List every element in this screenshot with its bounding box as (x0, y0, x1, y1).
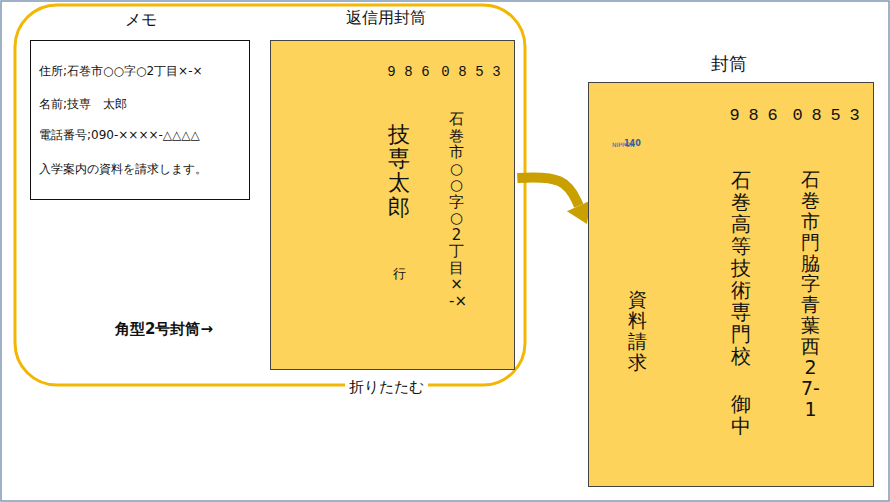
group-outline (15, 5, 525, 385)
postal-code: 986 (387, 65, 438, 79)
arrow-shaft (517, 177, 578, 205)
postal-code: 0853 (792, 107, 868, 124)
memo-line: 入学案内の資料を請求します。 (39, 161, 207, 178)
address: 石巻市○○字○2丁目×-× (449, 111, 464, 309)
stamp-value: 140 (624, 139, 641, 148)
honorific: 行 (393, 267, 406, 281)
fold-note: 折りたたむ (345, 378, 428, 397)
recipient-name: 石巻高等技術専門校 (731, 169, 751, 367)
memo-line: 住所;石巻市○○字○2丁目×-× (39, 63, 203, 80)
heading: 返信用封筒 (271, 8, 501, 29)
address: 石巻市門脇字青葉西27-1 (801, 169, 820, 420)
postal-code: 986 (729, 107, 786, 124)
memo-line: 電話番号;090-××××-△△△△ (39, 127, 200, 144)
flow-arrow (517, 177, 590, 224)
reply-envelope: 返信用封筒9860853石巻市○○字○2丁目×-×技専 太郎行折りたたむ (270, 40, 515, 370)
honorific: 御中 (731, 393, 751, 437)
memo-box: メモ住所;石巻市○○字○2丁目×-×名前;技専 太郎電話番号;090-××××-… (30, 40, 250, 200)
note: 資料請求 (628, 289, 647, 373)
heading: 封筒 (589, 52, 869, 76)
recipient-name: 技専 太郎 (388, 123, 410, 220)
heading: メモ (31, 10, 251, 31)
memo-line: 名前;技専 太郎 (39, 96, 127, 113)
postal-code: 0853 (441, 65, 509, 79)
envelope-size-label: 角型2号封筒→ (115, 320, 213, 339)
